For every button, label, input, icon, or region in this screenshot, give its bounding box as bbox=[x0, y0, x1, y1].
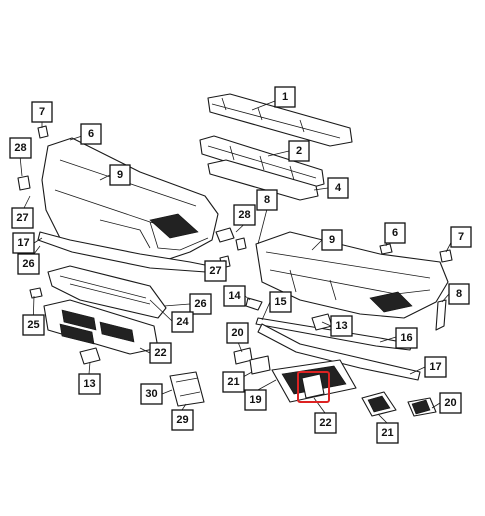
callout-label: 7 bbox=[458, 231, 464, 243]
tow-hook-cover-left-part bbox=[79, 347, 101, 365]
callout-label: 13 bbox=[335, 320, 347, 332]
callout-14[interactable]: 14 bbox=[223, 285, 246, 307]
callout-label: 20 bbox=[444, 397, 456, 409]
callout-label: 8 bbox=[456, 288, 462, 300]
callout-label: 26 bbox=[22, 258, 34, 270]
callout-20-right[interactable]: 20 bbox=[439, 392, 462, 414]
callout-label: 20 bbox=[231, 327, 243, 339]
lower-strip-part bbox=[257, 323, 421, 381]
callout-9-left[interactable]: 9 bbox=[109, 164, 131, 186]
callout-6-left[interactable]: 6 bbox=[80, 123, 102, 145]
clip-parts bbox=[17, 125, 453, 299]
callout-28-left[interactable]: 28 bbox=[9, 137, 32, 159]
callout-label: 27 bbox=[16, 212, 28, 224]
callout-label: 27 bbox=[209, 265, 221, 277]
callout-label: 9 bbox=[329, 234, 335, 246]
callout-label: 8 bbox=[264, 194, 270, 206]
callout-label: 22 bbox=[319, 417, 331, 429]
reinforcement-beam-part bbox=[207, 93, 353, 147]
callout-label: 2 bbox=[296, 145, 302, 157]
front-fascia-left-part bbox=[41, 137, 219, 263]
callout-7-left[interactable]: 7 bbox=[31, 101, 53, 123]
lower-beam-part bbox=[207, 159, 319, 201]
callout-label: 22 bbox=[154, 347, 166, 359]
callout-28-center[interactable]: 28 bbox=[233, 204, 256, 226]
callout-22-left[interactable]: 22 bbox=[149, 342, 172, 364]
callout-13-right[interactable]: 13 bbox=[330, 315, 353, 337]
callout-label: 6 bbox=[88, 128, 94, 140]
callout-26-left[interactable]: 26 bbox=[17, 253, 40, 275]
callout-30[interactable]: 30 bbox=[140, 383, 163, 405]
callout-4[interactable]: 4 bbox=[327, 177, 349, 199]
callout-label: 16 bbox=[400, 332, 412, 344]
callout-21-right[interactable]: 21 bbox=[376, 422, 399, 444]
energy-absorber-part bbox=[199, 135, 325, 189]
callout-label: 17 bbox=[17, 237, 29, 249]
callout-label: 25 bbox=[27, 319, 39, 331]
callout-label: 26 bbox=[194, 298, 206, 310]
callout-label: 7 bbox=[39, 106, 45, 118]
callout-label: 24 bbox=[176, 316, 189, 328]
callout-8-center[interactable]: 8 bbox=[256, 189, 278, 211]
callout-19[interactable]: 19 bbox=[244, 389, 267, 411]
callout-21-left[interactable]: 21 bbox=[222, 371, 245, 393]
callout-29[interactable]: 29 bbox=[171, 409, 194, 431]
lower-grille-frame-part bbox=[47, 265, 167, 319]
callout-20-left[interactable]: 20 bbox=[226, 322, 249, 344]
callout-1[interactable]: 1 bbox=[274, 86, 296, 108]
callout-16[interactable]: 16 bbox=[395, 327, 418, 349]
callout-label: 28 bbox=[14, 142, 26, 154]
lower-grille-left-part bbox=[43, 299, 159, 355]
callout-17-right[interactable]: 17 bbox=[424, 356, 447, 378]
side-marker-right-part bbox=[435, 299, 447, 331]
callout-label: 15 bbox=[274, 296, 286, 308]
fog-grille-right-part bbox=[361, 391, 437, 417]
callout-label: 13 bbox=[83, 378, 95, 390]
callout-label: 17 bbox=[429, 361, 441, 373]
callout-label: 30 bbox=[145, 388, 157, 400]
callout-9-right[interactable]: 9 bbox=[321, 229, 343, 251]
license-bracket-part bbox=[169, 371, 205, 407]
callout-label: 14 bbox=[228, 290, 241, 302]
callout-label: 29 bbox=[176, 414, 188, 426]
callout-26-center[interactable]: 26 bbox=[189, 293, 212, 315]
callout-label: 28 bbox=[238, 209, 250, 221]
callout-label: 21 bbox=[227, 376, 239, 388]
callout-label: 19 bbox=[249, 394, 261, 406]
callout-label: 1 bbox=[282, 91, 288, 103]
callout-label: 9 bbox=[117, 169, 123, 181]
callout-24[interactable]: 24 bbox=[171, 311, 194, 333]
callout-27-center[interactable]: 27 bbox=[204, 260, 227, 282]
callout-6-right[interactable]: 6 bbox=[384, 222, 406, 244]
callout-2[interactable]: 2 bbox=[288, 140, 310, 162]
highlight-box bbox=[297, 371, 330, 403]
callout-7-right[interactable]: 7 bbox=[450, 226, 472, 248]
callout-17-left[interactable]: 17 bbox=[12, 232, 35, 254]
callout-8-right[interactable]: 8 bbox=[448, 283, 470, 305]
callout-label: 6 bbox=[392, 227, 398, 239]
callout-25[interactable]: 25 bbox=[22, 314, 45, 336]
callout-27-left[interactable]: 27 bbox=[11, 207, 34, 229]
callout-label: 21 bbox=[381, 427, 393, 439]
callout-22-right[interactable]: 22 bbox=[314, 412, 337, 434]
front-fascia-right-part bbox=[255, 231, 449, 319]
bracket-14-part bbox=[245, 297, 263, 311]
callout-label: 4 bbox=[335, 182, 342, 194]
callout-13-left[interactable]: 13 bbox=[78, 373, 101, 395]
grille-cover-highlighted-part bbox=[301, 373, 325, 399]
callout-15[interactable]: 15 bbox=[269, 291, 292, 313]
